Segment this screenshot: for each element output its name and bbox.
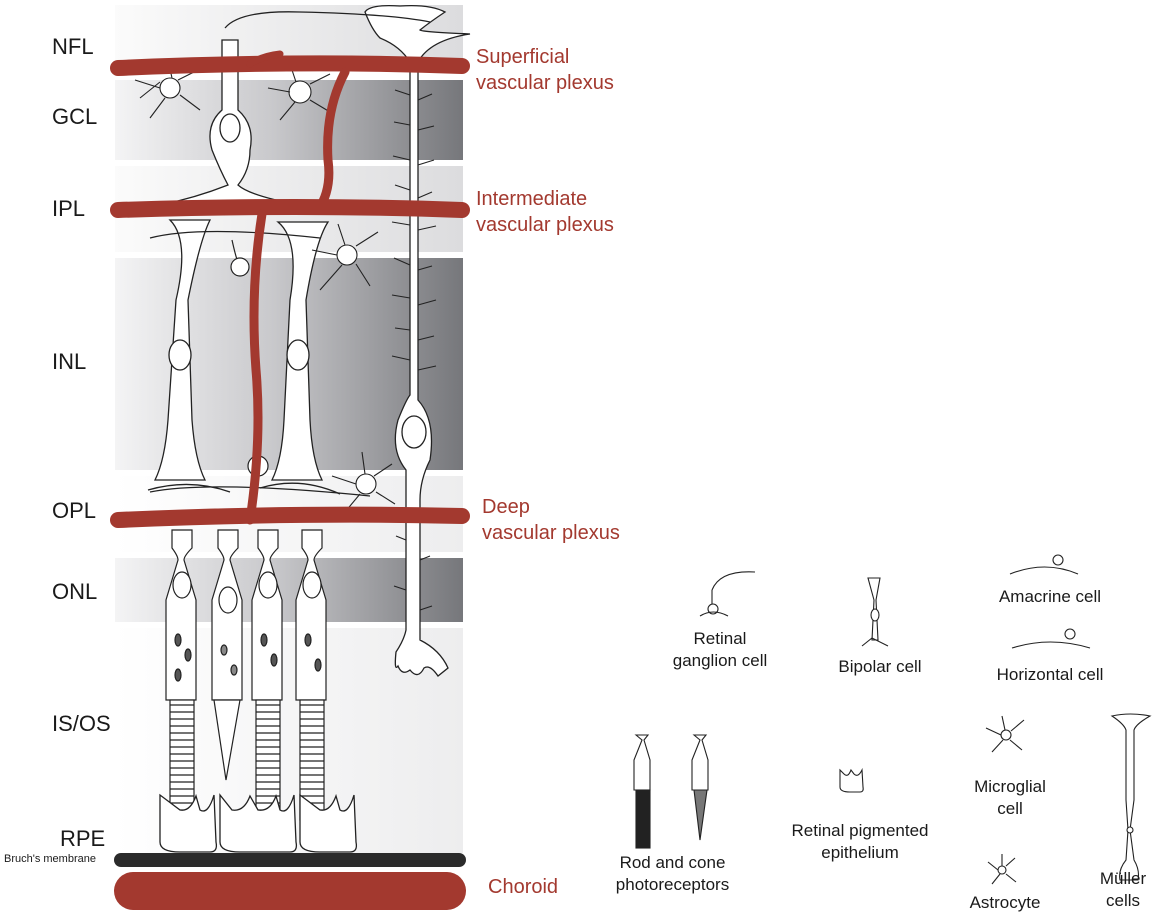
bipolar-icon xyxy=(862,578,888,646)
layer-label-rpe: RPE xyxy=(60,826,105,852)
layer-label-ipl: IPL xyxy=(52,196,85,222)
legend-rpe-line-2: epithelium xyxy=(765,842,955,864)
legend-microglia-line-2: cell xyxy=(950,798,1070,820)
choroid-label: Choroid xyxy=(488,874,558,900)
ganglion-icon xyxy=(700,572,755,616)
legend-microglia-line-1: Microglial xyxy=(950,776,1070,798)
layer-label-isos: IS/OS xyxy=(52,711,111,737)
legend-muller-line-1: Müller xyxy=(1088,868,1157,890)
legend-rod-cone-line-2: photoreceptors xyxy=(590,874,755,896)
superficial-line-1: Superficial xyxy=(476,44,614,70)
vessel-deep xyxy=(118,515,462,520)
superficial-plexus-label: Superficial vascular plexus xyxy=(476,44,614,96)
superficial-line-2: vascular plexus xyxy=(476,70,614,96)
legend-rpe-line-1: Retinal pigmented xyxy=(765,820,955,842)
legend-ganglion-line-1: Retinal xyxy=(640,628,800,650)
legend-bipolar: Bipolar cell xyxy=(810,656,950,678)
cone-icon xyxy=(692,735,708,840)
legend-horizontal: Horizontal cell xyxy=(970,664,1130,686)
legend-ganglion: Retinal ganglion cell xyxy=(640,628,800,672)
layer-label-gcl: GCL xyxy=(52,104,97,130)
microglia-icon xyxy=(986,716,1024,752)
legend-astrocyte: Astrocyte xyxy=(950,892,1060,914)
layer-label-opl: OPL xyxy=(52,498,96,524)
rpe-icon xyxy=(840,770,863,792)
amacrine-icon xyxy=(1010,555,1078,574)
legend-rpe: Retinal pigmented epithelium xyxy=(765,820,955,864)
intermediate-line-2: vascular plexus xyxy=(476,212,614,238)
deep-line-2: vascular plexus xyxy=(482,520,620,546)
intermediate-plexus-label: Intermediate vascular plexus xyxy=(476,186,614,238)
bruchs-membrane xyxy=(114,853,466,867)
legend-rod-cone-line-1: Rod and cone xyxy=(590,852,755,874)
legend-muller: Müller cells xyxy=(1088,868,1157,912)
layer-label-inl: INL xyxy=(52,349,86,375)
legend-microglia: Microglial cell xyxy=(950,776,1070,820)
layer-label-nfl: NFL xyxy=(52,34,94,60)
vessel-superficial xyxy=(118,63,462,68)
rod-icon xyxy=(634,735,650,848)
vessel-intermediate xyxy=(118,207,462,210)
legend-rod-cone: Rod and cone photoreceptors xyxy=(590,852,755,896)
bruchs-membrane-label: Bruch's membrane xyxy=(4,853,96,865)
legend-ganglion-line-2: ganglion cell xyxy=(640,650,800,672)
legend-muller-line-2: cells xyxy=(1088,890,1157,912)
muller-icon xyxy=(1112,714,1150,880)
layer-label-onl: ONL xyxy=(52,579,97,605)
intermediate-line-1: Intermediate xyxy=(476,186,614,212)
legend-amacrine: Amacrine cell xyxy=(970,586,1130,608)
astrocyte-icon xyxy=(988,854,1016,884)
horizontal-icon xyxy=(1012,629,1090,648)
choroid-vessel xyxy=(114,872,466,910)
deep-plexus-label: Deep vascular plexus xyxy=(482,494,620,546)
deep-line-1: Deep xyxy=(482,494,620,520)
